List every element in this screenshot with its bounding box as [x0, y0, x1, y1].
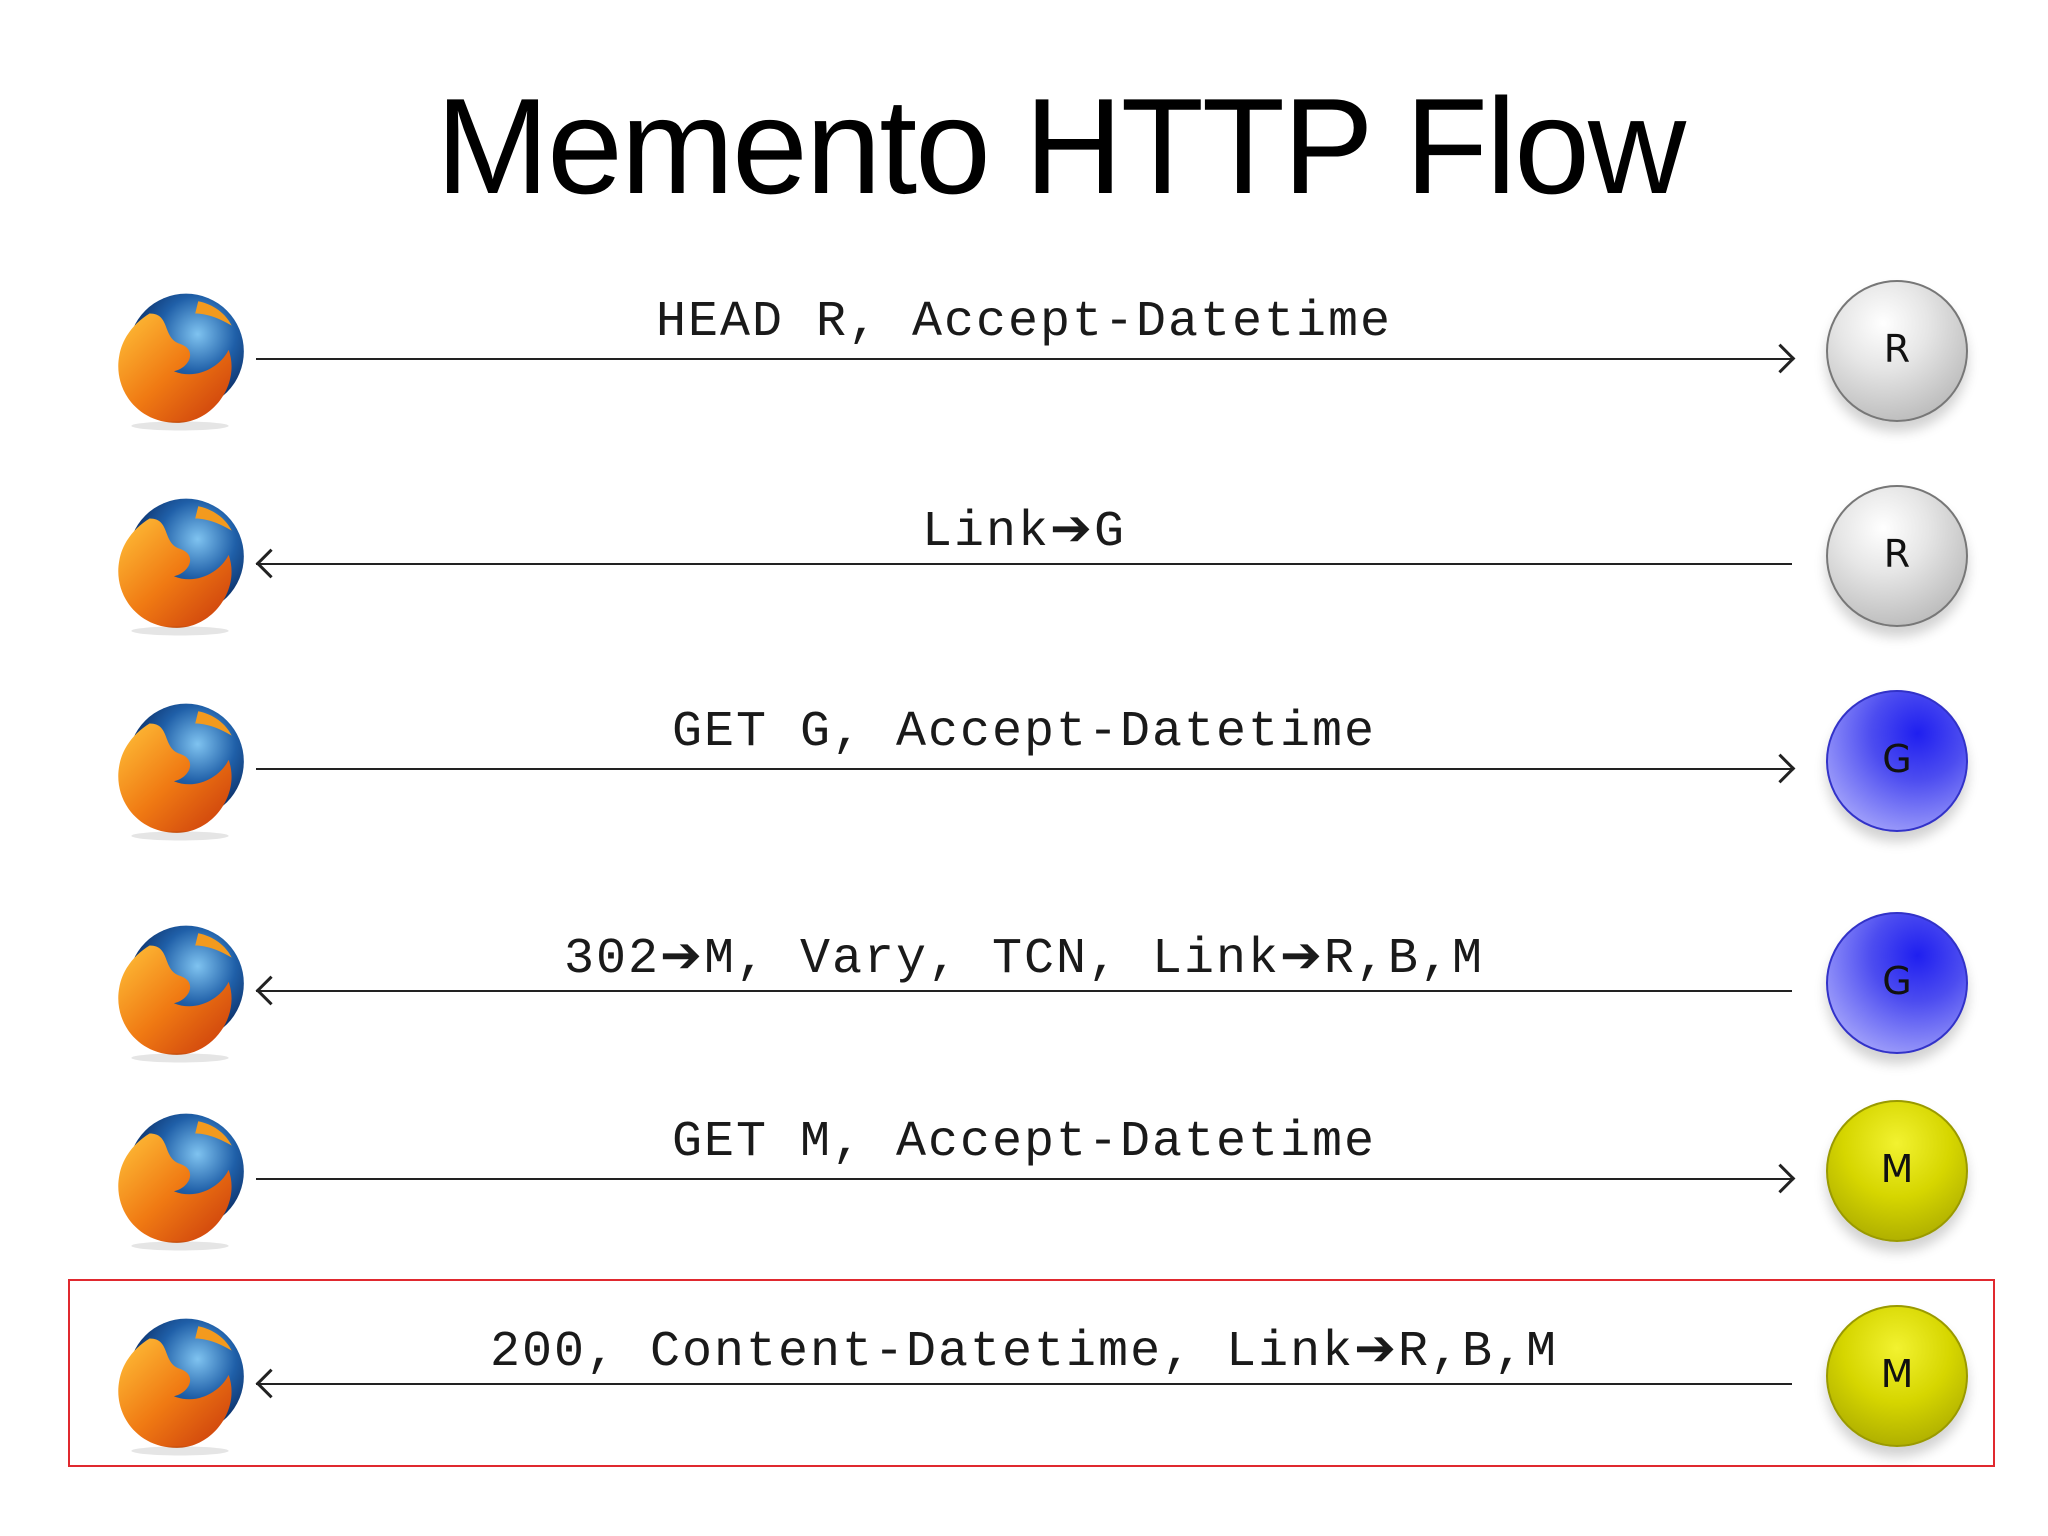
flow-step: 200, Content-Datetime, Link➔R,B,M M [0, 1305, 2048, 1465]
server-node-g: G [1826, 690, 1968, 832]
flow-step: Link➔G R [0, 485, 2048, 645]
server-label: G [1882, 737, 1912, 781]
server-label: G [1882, 959, 1912, 1003]
http-message: Link➔G [922, 504, 1126, 561]
firefox-icon [118, 925, 244, 1063]
flow-step: 302➔M, Vary, TCN, Link➔R,B,M G [0, 912, 2048, 1072]
firefox-icon [118, 703, 244, 841]
server-label: R [1883, 532, 1911, 576]
server-node-m: M [1826, 1100, 1968, 1242]
http-message: 200, Content-Datetime, Link➔R,B,M [489, 1324, 1559, 1381]
client-browser [104, 912, 256, 1064]
client-browser [104, 1305, 256, 1457]
client-browser [104, 280, 256, 432]
arrow-line [256, 358, 1792, 360]
arrow-line [256, 990, 1792, 992]
server-node-g: G [1826, 912, 1968, 1054]
arrow-line [256, 1178, 1792, 1180]
http-message: GET M, Accept-Datetime [671, 1114, 1377, 1171]
http-message: 302➔M, Vary, TCN, Link➔R,B,M [564, 931, 1484, 988]
server-label: M [1880, 1147, 1914, 1191]
server-node-m: M [1826, 1305, 1968, 1447]
highlight-box [68, 1279, 1995, 1467]
client-browser [104, 1100, 256, 1252]
slide-title: Memento HTTP Flow [435, 70, 1686, 222]
firefox-icon [118, 293, 244, 431]
arrow-line [256, 768, 1792, 770]
client-browser [104, 485, 256, 637]
server-label: R [1883, 327, 1911, 371]
http-message: HEAD R, Accept-Datetime [655, 294, 1393, 351]
arrow-line [256, 1383, 1792, 1385]
firefox-icon [118, 498, 244, 636]
client-browser [104, 690, 256, 842]
server-label: M [1880, 1352, 1914, 1396]
arrow-line [256, 563, 1792, 565]
firefox-icon [118, 1318, 244, 1456]
firefox-icon [118, 1113, 244, 1251]
server-node-r: R [1826, 280, 1968, 422]
server-node-r: R [1826, 485, 1968, 627]
http-message: GET G, Accept-Datetime [671, 704, 1377, 761]
